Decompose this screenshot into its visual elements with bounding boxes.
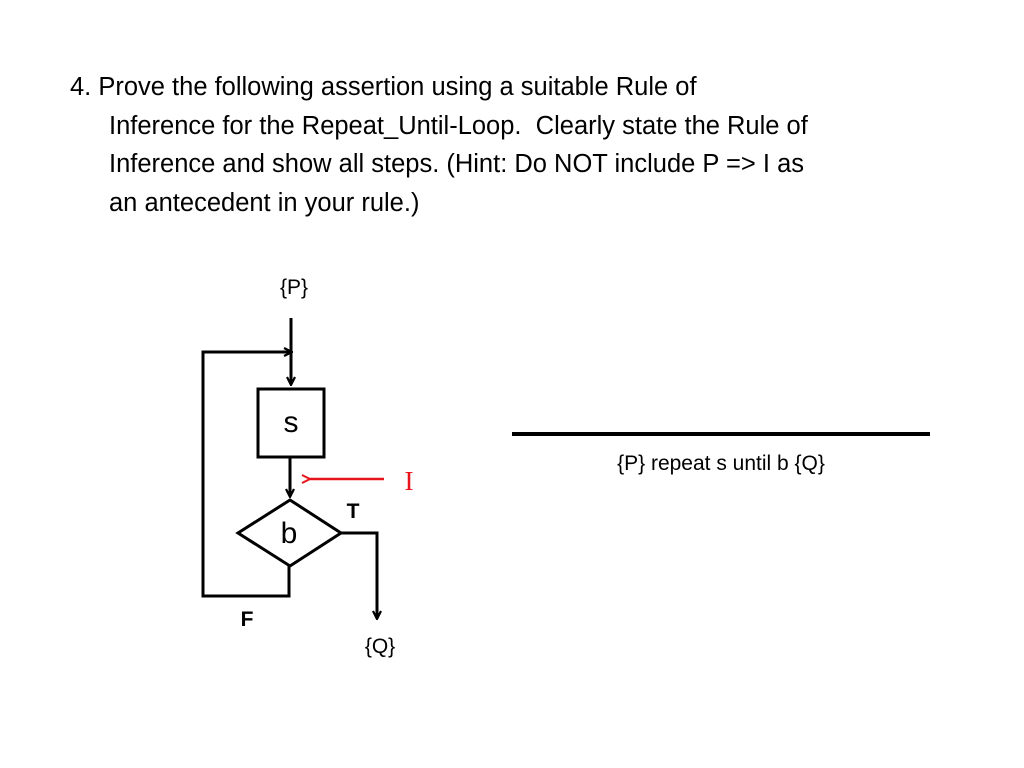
postcondition-label: {Q} bbox=[365, 635, 395, 658]
condition-diamond bbox=[235, 498, 344, 568]
question-line-1: 4. Prove the following assertion using a… bbox=[70, 73, 697, 101]
loop-back-arrow bbox=[201, 352, 291, 598]
condition-label: b bbox=[281, 517, 298, 550]
question-line-2: Inference for the Repeat_Until-Loop. Cle… bbox=[109, 111, 808, 140]
true-branch-arrow bbox=[341, 531, 377, 618]
inference-rule-conclusion: {P} repeat s until b {Q} bbox=[617, 452, 825, 475]
statement-box bbox=[256, 387, 326, 459]
statement-label: s bbox=[284, 406, 299, 439]
question-line-3: Inference and show all steps. (Hint: Do … bbox=[109, 150, 804, 178]
inference-rule-bar bbox=[512, 432, 930, 436]
true-branch-label: T bbox=[347, 500, 360, 523]
question-text: 4. Prove the following assertion using a… bbox=[70, 68, 990, 222]
question-line-4: an antecedent in your rule.) bbox=[109, 188, 420, 217]
false-branch-label: F bbox=[241, 608, 254, 631]
invariant-label: I bbox=[405, 466, 414, 496]
precondition-label: {P} bbox=[280, 276, 308, 299]
